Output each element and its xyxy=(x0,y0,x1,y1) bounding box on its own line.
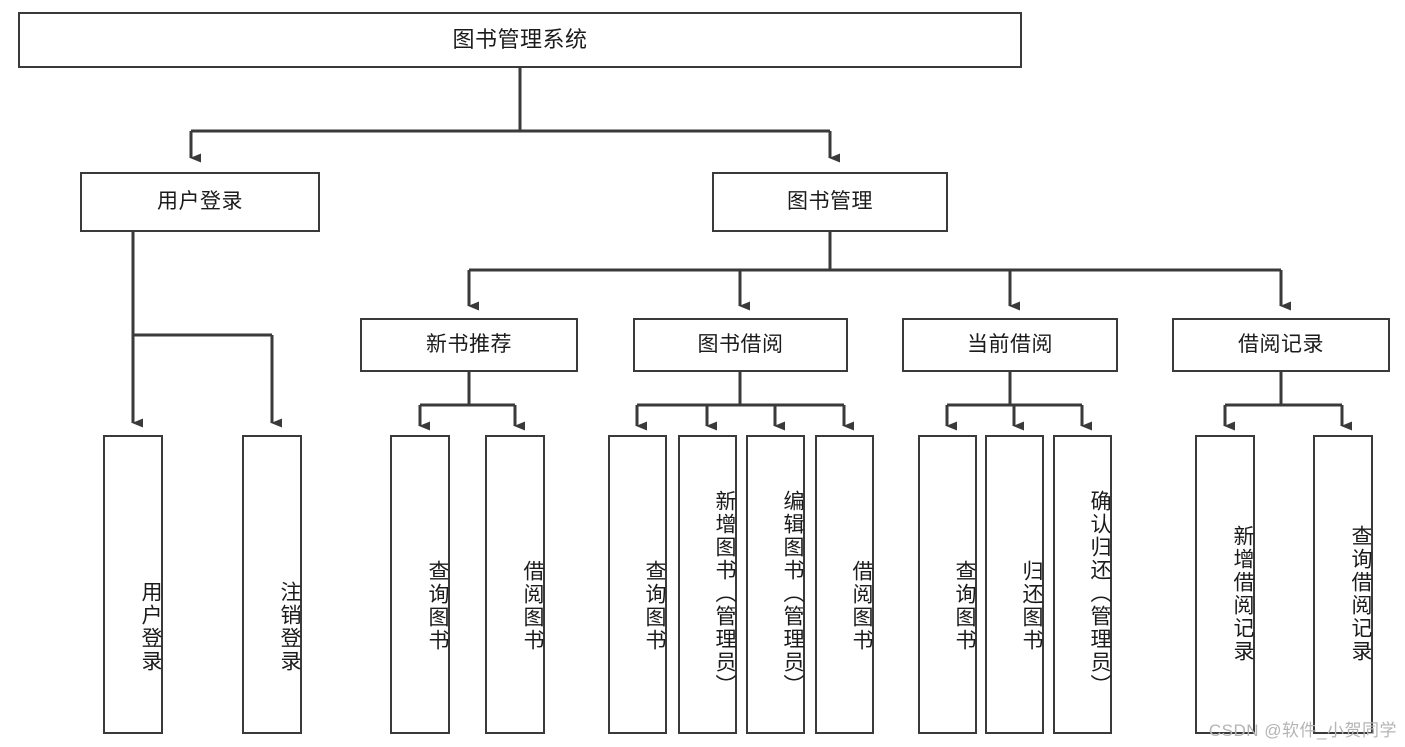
leaf-return-book[interactable]: 归还图书 xyxy=(985,435,1044,734)
leaf-query-book-2-label: 查询图书 xyxy=(643,559,666,652)
leaf-query-record[interactable]: 查询借阅记录 xyxy=(1313,435,1373,734)
node-root[interactable]: 图书管理系统 xyxy=(18,12,1022,68)
leaf-query-book-3-label: 查询图书 xyxy=(953,559,976,652)
leaf-borrow-book-1[interactable]: 借阅图书 xyxy=(485,435,545,734)
leaf-query-book-1[interactable]: 查询图书 xyxy=(390,435,450,734)
leaf-query-book-3[interactable]: 查询图书 xyxy=(918,435,977,734)
node-book-borrow-label: 图书借阅 xyxy=(697,333,784,357)
node-borrow-record[interactable]: 借阅记录 xyxy=(1172,318,1390,372)
leaf-query-record-label: 查询借阅记录 xyxy=(1349,524,1372,663)
leaf-query-book-1-label: 查询图书 xyxy=(426,559,449,652)
node-new-book-recommend-label: 新书推荐 xyxy=(426,333,512,357)
leaf-edit-book[interactable]: 编辑图书（管理员） xyxy=(746,435,805,734)
leaf-confirm-return-label: 确认归还（管理员） xyxy=(1088,490,1111,697)
node-borrow-record-label: 借阅记录 xyxy=(1238,333,1324,357)
leaf-add-book[interactable]: 新增图书（管理员） xyxy=(678,435,737,734)
node-book-borrow[interactable]: 图书借阅 xyxy=(633,318,848,372)
leaf-user-login[interactable]: 用户登录 xyxy=(103,435,163,734)
leaf-confirm-return[interactable]: 确认归还（管理员） xyxy=(1053,435,1112,734)
leaf-return-book-label: 归还图书 xyxy=(1020,559,1043,652)
leaf-logout-login[interactable]: 注销登录 xyxy=(242,435,302,734)
node-new-book-recommend[interactable]: 新书推荐 xyxy=(360,318,578,372)
leaf-borrow-book-2[interactable]: 借阅图书 xyxy=(815,435,874,734)
leaf-user-login-label: 用户登录 xyxy=(139,580,162,673)
node-current-borrow[interactable]: 当前借阅 xyxy=(902,318,1118,372)
leaf-add-record[interactable]: 新增借阅记录 xyxy=(1195,435,1255,734)
leaf-add-record-label: 新增借阅记录 xyxy=(1231,524,1254,663)
leaf-query-book-2[interactable]: 查询图书 xyxy=(608,435,667,734)
watermark: CSDN @软件_小贺同学 xyxy=(1208,721,1397,740)
leaf-edit-book-label: 编辑图书（管理员） xyxy=(781,490,804,697)
node-user-login-label: 用户登录 xyxy=(157,190,243,214)
node-user-login[interactable]: 用户登录 xyxy=(80,172,320,232)
node-book-manage[interactable]: 图书管理 xyxy=(712,172,948,232)
leaf-borrow-book-1-label: 借阅图书 xyxy=(521,559,544,652)
node-book-manage-label: 图书管理 xyxy=(787,190,873,214)
leaf-borrow-book-2-label: 借阅图书 xyxy=(850,559,873,652)
leaf-logout-login-label: 注销登录 xyxy=(278,580,301,673)
leaf-add-book-label: 新增图书（管理员） xyxy=(713,490,736,697)
node-root-label: 图书管理系统 xyxy=(452,26,588,52)
node-current-borrow-label: 当前借阅 xyxy=(967,333,1053,357)
